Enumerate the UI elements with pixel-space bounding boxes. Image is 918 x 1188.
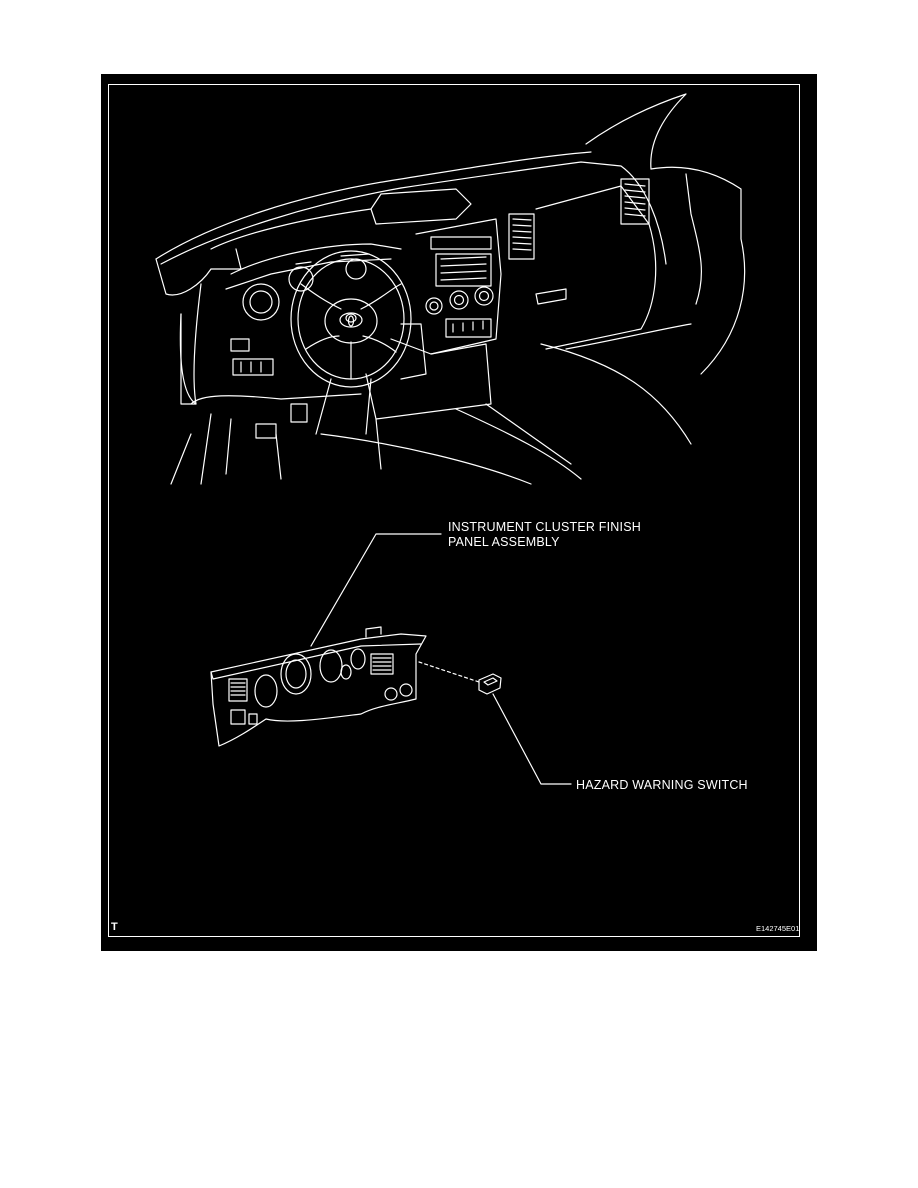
toyota-emblem-icon (339, 312, 363, 328)
corner-mark: T (111, 921, 118, 933)
cluster-panel-label-line2: PANEL ASSEMBLY (448, 535, 560, 549)
diagram-figure: INSTRUMENT CLUSTER FINISH PANEL ASSEMBLY… (101, 74, 817, 951)
cluster-panel-label-line1: INSTRUMENT CLUSTER FINISH (448, 520, 641, 534)
figure-id: E142745E01 (756, 924, 800, 933)
figure-border (108, 84, 800, 937)
hazard-switch-label: HAZARD WARNING SWITCH (576, 778, 748, 792)
dashboard-illustration (155, 93, 746, 785)
